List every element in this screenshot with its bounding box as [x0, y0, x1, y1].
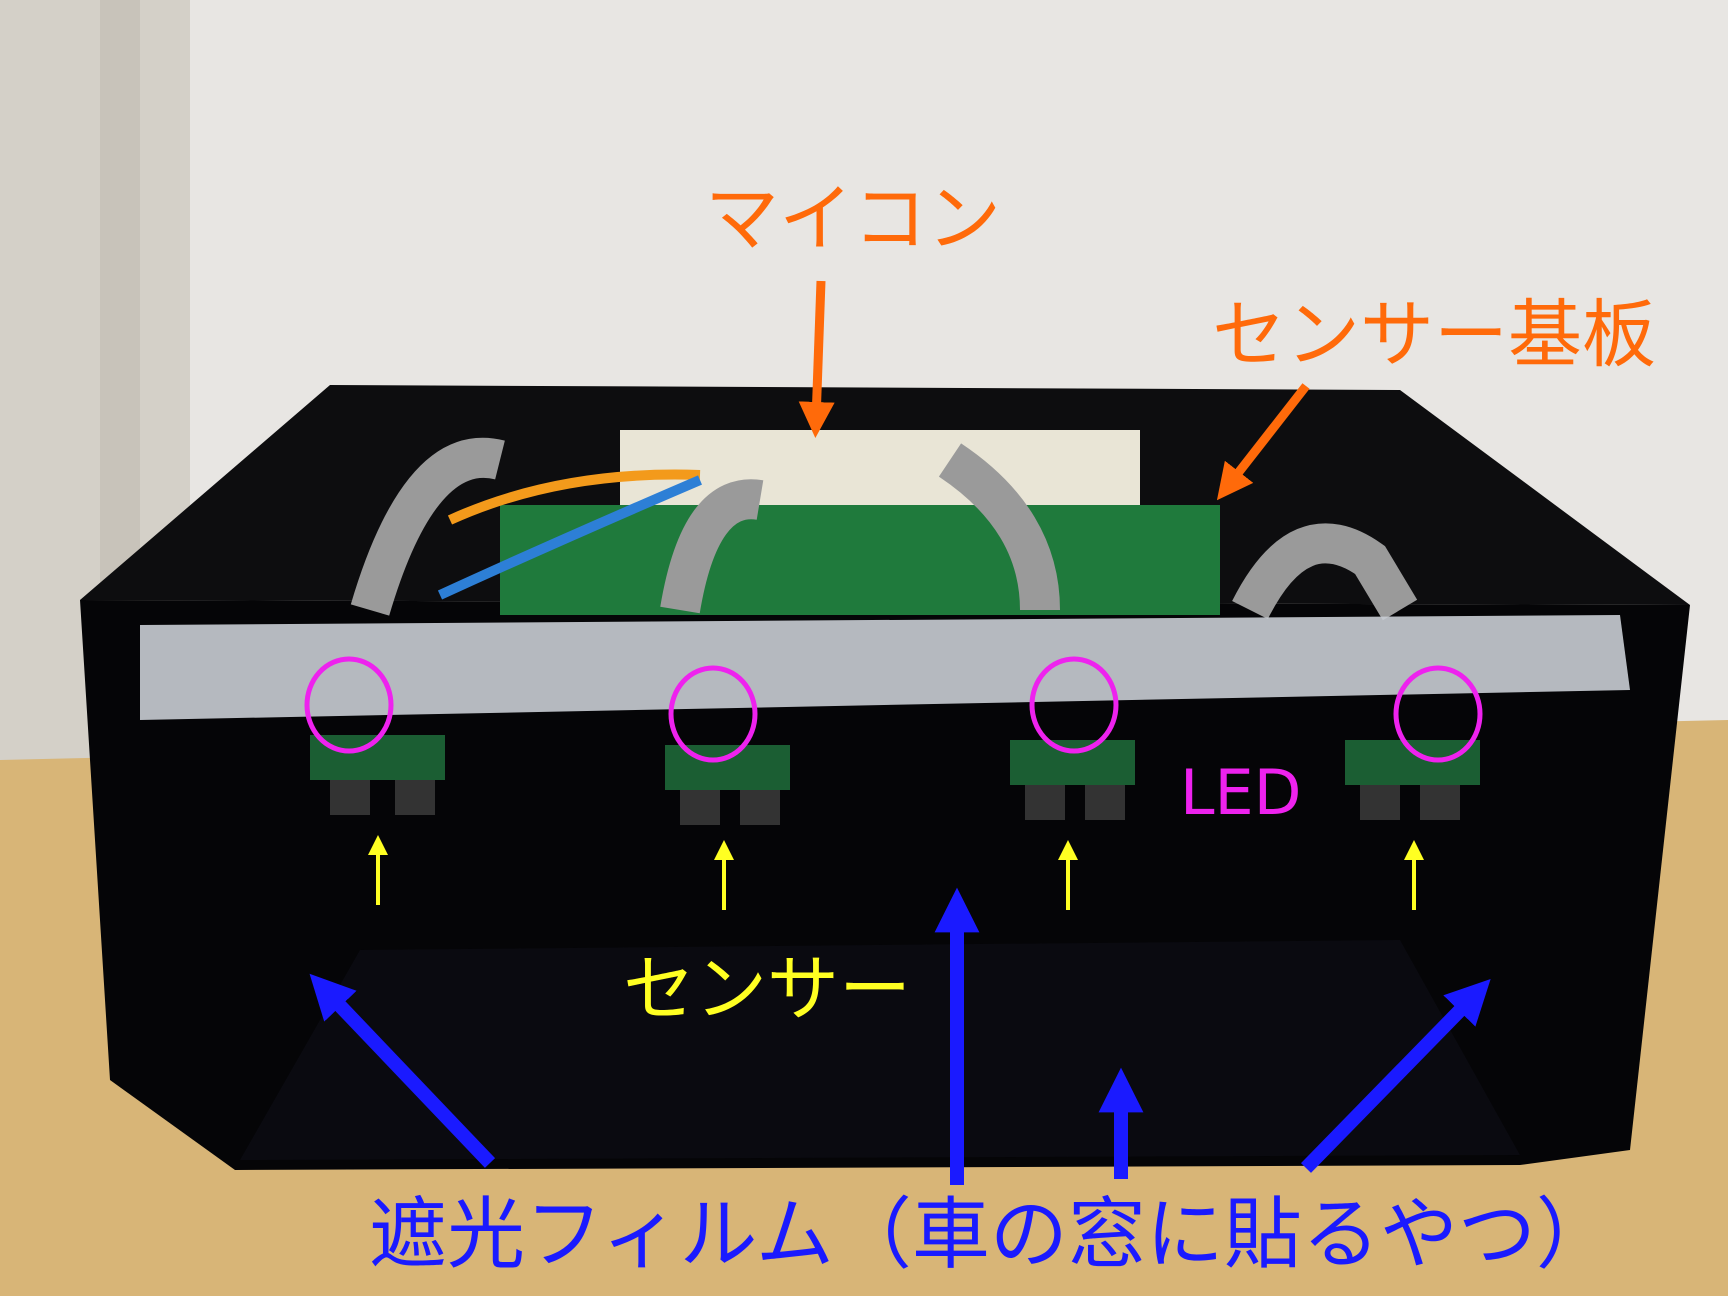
microcontroller-label: マイコン	[705, 176, 1001, 262]
shading-film-label: 遮光フィルム（車の窓に貼るやつ）	[369, 1190, 1614, 1280]
orange-arrow	[798, 280, 835, 438]
orange-arrow	[1216, 383, 1310, 501]
sensor-board-pcb	[500, 505, 1220, 615]
sensor-label: センサー	[623, 947, 912, 1031]
blue-arrows	[309, 887, 1491, 1185]
led-label: LED	[1180, 756, 1302, 829]
sensor-board-label: センサー基板	[1212, 292, 1656, 378]
led-circle	[668, 665, 758, 763]
led-circles	[304, 656, 1483, 763]
led-circle	[1393, 665, 1483, 763]
acrylic-bar	[140, 615, 1630, 720]
led-circle	[1029, 656, 1119, 754]
sensor-modules	[310, 735, 1480, 790]
yellow-arrows	[368, 835, 1424, 910]
led-circle	[304, 656, 394, 754]
